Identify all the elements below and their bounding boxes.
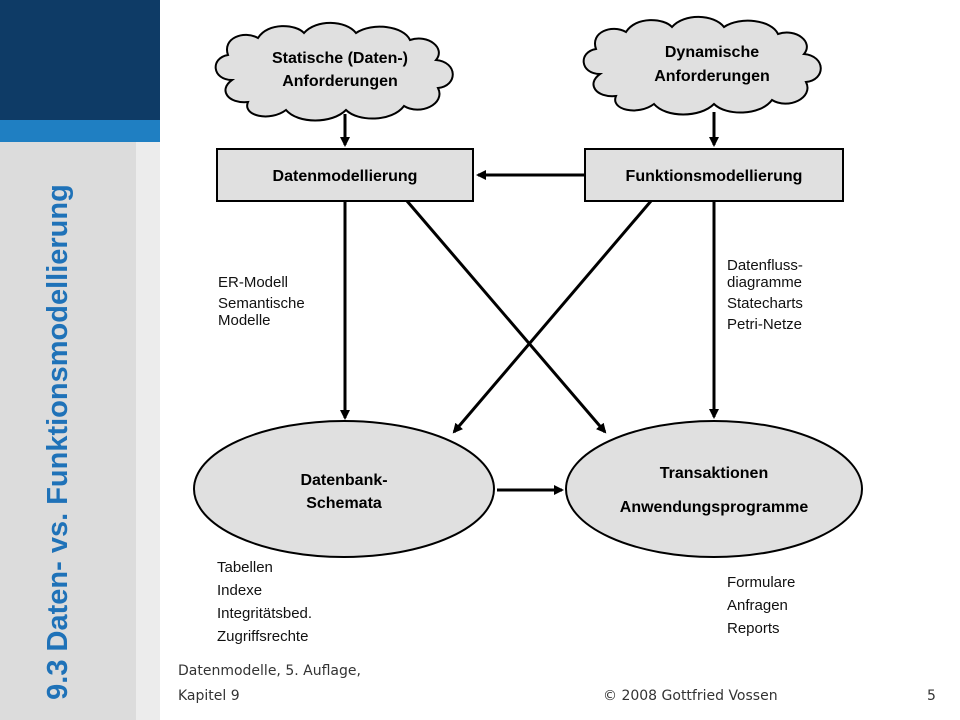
box-function-modeling-label: Funktionsmodellierung <box>626 168 803 185</box>
db-item: Tabellen <box>217 559 273 576</box>
arrow-function-to-db <box>452 200 653 434</box>
function-method-item: Petri-Netze <box>727 316 803 333</box>
db-item: Zugriffsrechte <box>217 628 309 645</box>
box-data-modeling <box>216 148 474 202</box>
data-method-item: Modelle <box>218 312 271 329</box>
tx-item: Reports <box>727 620 780 637</box>
arrow-data-to-tx <box>405 200 607 434</box>
cloud-static-label-line2: Anforderungen <box>282 73 398 90</box>
function-method-item: diagramme <box>727 274 803 291</box>
db-item: Integritätsbed. <box>217 605 313 622</box>
tx-items-list: Formulare Anfragen Reports <box>727 571 795 640</box>
page-number: 5 <box>927 688 936 704</box>
sidebar-header-block <box>0 0 160 120</box>
data-methods-list: ER-Modell Semantische Modelle <box>218 274 305 329</box>
box-data-modeling-label: Datenmodellierung <box>273 168 418 185</box>
footer-copyright: © 2008 Gottfried Vossen <box>603 688 778 704</box>
ellipse-db-schemas <box>193 420 495 558</box>
data-method-item: ER-Modell <box>218 274 289 291</box>
ellipse-db-label-line1: Datenbank- <box>300 472 387 489</box>
sidebar-accent-stripe <box>0 120 160 142</box>
footer-source-line2: Kapitel 9 <box>178 688 240 704</box>
ellipse-transactions <box>565 420 863 558</box>
cloud-dynamic-label-line2: Anforderungen <box>654 68 770 85</box>
data-method-item: Semantische <box>218 295 305 312</box>
ellipse-tx-label-line1: Transaktionen <box>660 465 768 482</box>
tx-item: Anfragen <box>727 597 788 614</box>
cloud-static-label-line1: Statische (Daten-) <box>272 50 408 67</box>
cloud-dynamic-requirements <box>582 15 822 116</box>
sidebar-inner-strip <box>136 142 160 720</box>
function-methods-list: Datenfluss- diagramme Statecharts Petri-… <box>727 257 803 333</box>
db-items-list: Tabellen Indexe Integritätsbed. Zugriffs… <box>217 556 312 648</box>
cloud-dynamic-label-line1: Dynamische <box>665 44 759 61</box>
function-method-item: Datenfluss- <box>727 257 803 274</box>
cloud-static-requirements <box>214 21 454 122</box>
function-method-item: Statecharts <box>727 295 803 312</box>
tx-item: Formulare <box>727 574 796 591</box>
ellipse-db-label-line2: Schemata <box>306 495 382 512</box>
footer-source-line1: Datenmodelle, 5. Auflage, <box>178 663 361 679</box>
ellipse-tx-label-line2: Anwendungsprogramme <box>620 499 809 516</box>
db-item: Indexe <box>217 582 263 599</box>
